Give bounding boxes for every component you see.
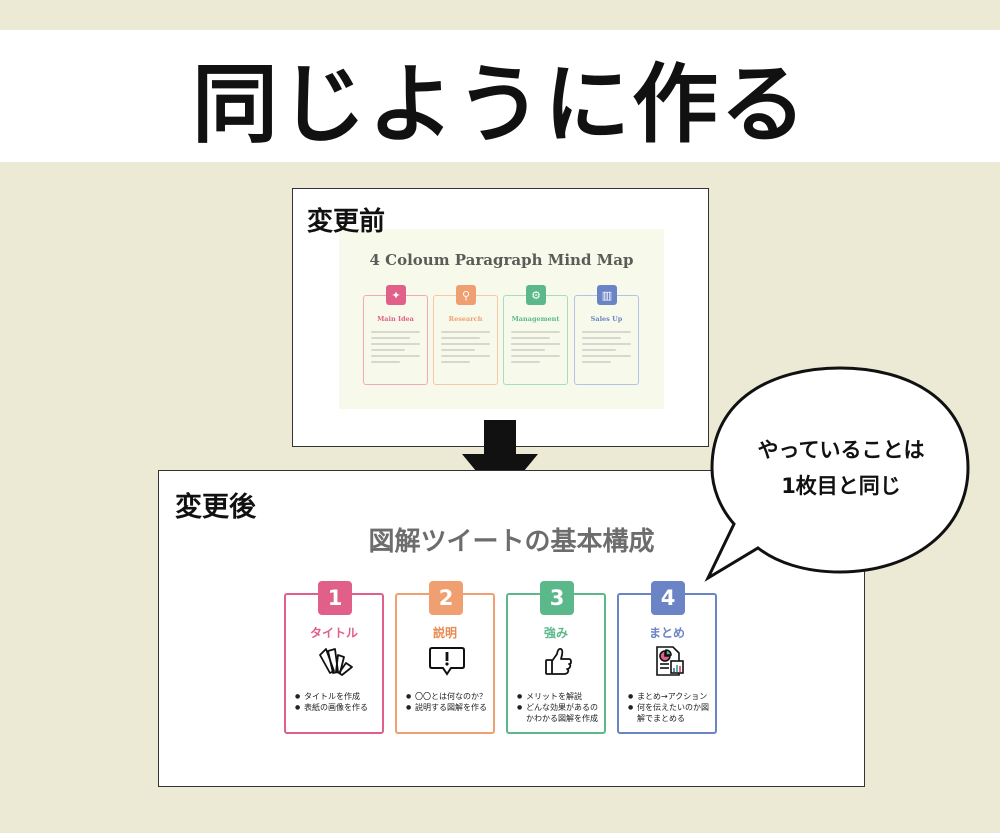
placeholder-lines — [371, 331, 420, 367]
before-slide: 4 Coloum Paragraph Mind Map ✦ Main Idea … — [339, 229, 664, 409]
list-item: 何を伝えたいのか図解でまとめる — [628, 702, 711, 724]
before-tag: 変更前 — [307, 207, 386, 237]
after-card-1: 1 タイトル タイトルを作成 表紙の画像を作る — [284, 581, 384, 734]
number-badge: 2 — [429, 581, 463, 615]
bullet-list: まとめ→アクション 何を伝えたいのか図解でまとめる — [628, 691, 711, 724]
list-item: タイトルを作成 — [295, 691, 378, 702]
magnifier-icon: ⚲ — [456, 285, 476, 305]
card-label: 強み — [543, 626, 568, 640]
list-item: 〇〇とは何なのか？ — [406, 691, 489, 702]
exclamation-speech-icon — [429, 647, 465, 676]
after-card-3: 3 強み メリットを解説 どんな効果があるのかわかる図解を作成 — [506, 581, 606, 734]
list-item: まとめ→アクション — [628, 691, 711, 702]
list-item: メリットを解説 — [517, 691, 600, 702]
thumbs-up-icon — [545, 647, 572, 675]
page-title: 同じように作る — [192, 54, 808, 155]
before-card-2: ⚲ Research — [433, 285, 498, 385]
before-slide-title: 4 Coloum Paragraph Mind Map — [369, 251, 634, 269]
list-item: どんな効果があるのかわかる図解を作成 — [517, 702, 600, 724]
before-card-label: Main Idea — [377, 315, 414, 323]
bullet-list: タイトルを作成 表紙の画像を作る — [295, 691, 378, 713]
after-slide-title: 図解ツイートの基本構成 — [368, 527, 655, 557]
before-card-1: ✦ Main Idea — [363, 285, 428, 385]
down-arrow-icon — [462, 420, 538, 500]
list-item: 表紙の画像を作る — [295, 702, 378, 713]
before-card-3: ⚙ Management — [503, 285, 568, 385]
placeholder-lines — [511, 331, 560, 367]
before-card-4: ▥ Sales Up — [574, 285, 639, 385]
lightbulb-icon: ✦ — [386, 285, 406, 305]
card-label: 説明 — [432, 626, 457, 640]
number-badge: 3 — [540, 581, 574, 615]
after-card-4: 4 まとめ まとめ→アクション 何を伝えたいのか図解でまとめる — [617, 581, 717, 734]
bubble-line-2: 1枚目と同じ — [781, 474, 901, 498]
number-badge: 1 — [318, 581, 352, 615]
report-chart-icon — [656, 646, 684, 676]
title-band: 同じように作る — [0, 30, 1000, 162]
placeholder-lines — [441, 331, 490, 367]
speech-bubble — [704, 366, 970, 582]
card-label: まとめ — [648, 626, 685, 640]
bar-chart-icon: ▥ — [597, 285, 617, 305]
after-tag: 変更後 — [175, 492, 256, 523]
before-card-label: Sales Up — [590, 315, 623, 323]
before-card-label: Research — [448, 315, 483, 323]
after-card-2: 2 説明 〇〇とは何なのか？ 説明する図解を作る — [395, 581, 495, 734]
bullet-list: 〇〇とは何なのか？ 説明する図解を作る — [406, 691, 489, 713]
bubble-line-1: やっていることは — [757, 438, 925, 462]
before-panel: 4 Coloum Paragraph Mind Map ✦ Main Idea … — [292, 188, 709, 447]
placeholder-lines — [582, 331, 631, 367]
fan-cards-icon — [319, 648, 353, 676]
bullet-list: メリットを解説 どんな効果があるのかわかる図解を作成 — [517, 691, 600, 724]
list-item: 説明する図解を作る — [406, 702, 489, 713]
before-card-label: Management — [511, 315, 560, 323]
gears-icon: ⚙ — [526, 285, 546, 305]
card-label: タイトル — [309, 626, 358, 640]
bubble-text: やっていることは 1枚目と同じ — [730, 432, 952, 504]
number-badge: 4 — [651, 581, 685, 615]
